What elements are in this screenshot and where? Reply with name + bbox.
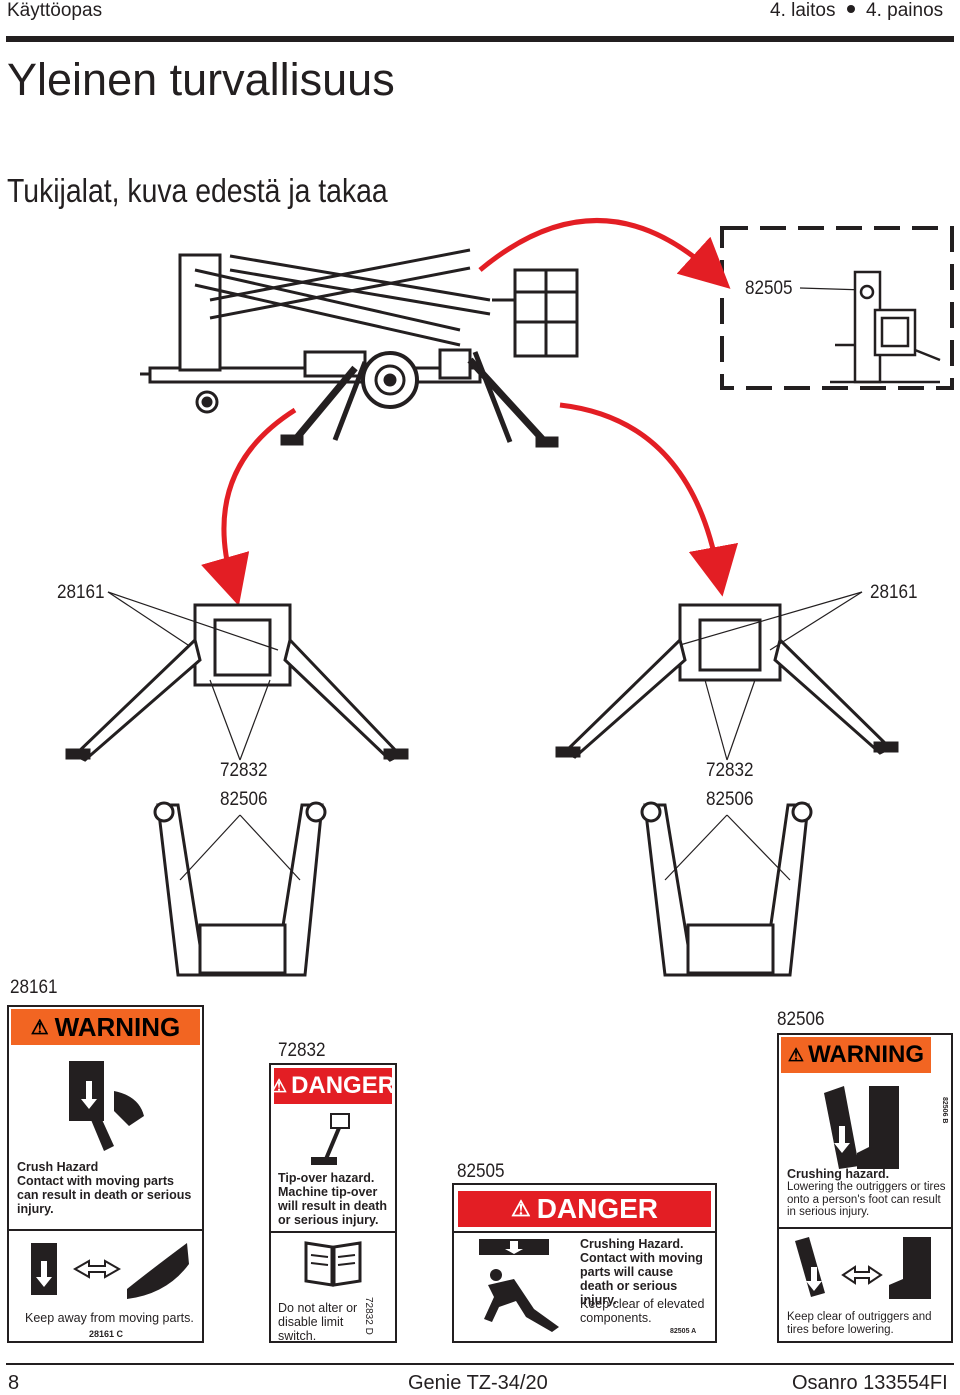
machine-side-view — [140, 248, 579, 448]
danger-header: ⚠ DANGER — [458, 1191, 711, 1227]
rear-view-left — [153, 801, 327, 977]
decal-28161-line1: Crush Hazard — [17, 1160, 99, 1174]
callout-72832-left: 72832 — [220, 760, 268, 781]
decal-28161-line2: Contact with moving parts can result in … — [17, 1174, 192, 1216]
part-number: Osanro 133554FI — [792, 1372, 948, 1394]
alert-triangle-icon: ⚠ — [270, 1075, 288, 1096]
decal-82506-line1: Crushing hazard. — [787, 1167, 890, 1181]
decal-28161-code: 28161 C — [89, 1329, 124, 1339]
decal-82506: ⚠ WARNING 82506 B Crushing hazard. Lower… — [777, 1033, 953, 1343]
decal-82506-bottom: Keep clear of outriggers and tires befor… — [787, 1311, 932, 1336]
callout-28161-right: 28161 — [870, 582, 918, 603]
crushing-person-icon — [479, 1239, 559, 1332]
decal-72832: ⚠ DANGER Tip-over hazard. Machine tip-ov… — [269, 1063, 397, 1343]
callout-82505-decal: 82505 — [457, 1161, 505, 1182]
callout-72832-decal: 72832 — [278, 1040, 326, 1061]
decal-28161: ⚠ WARNING Crush Hazard Contact with movi… — [7, 1005, 204, 1343]
callout-82506-right: 82506 — [706, 789, 754, 810]
decal-82505-code: 82505 A — [670, 1328, 697, 1335]
decal-82505-line2: Contact with moving parts will cause dea… — [580, 1251, 703, 1307]
alert-triangle-icon: ⚠ — [510, 1196, 531, 1221]
decal-82505: ⚠ DANGER Crushing Hazard. Contact with m… — [452, 1183, 717, 1343]
manual-name: Käyttöopas — [7, 0, 103, 21]
section-title: Tukijalat, kuva edestä ja takaa — [7, 172, 388, 209]
decal-72832-code: 72832 D — [363, 1297, 374, 1335]
edition-b: 4. painos — [866, 0, 944, 21]
decal-82506-line2: Lowering the outriggers or tires onto a … — [787, 1181, 946, 1218]
warning-header: ⚠ WARNING — [781, 1037, 931, 1073]
tip-over-icon — [311, 1113, 350, 1165]
red-arrows — [201, 218, 739, 607]
decal-divider — [9, 1229, 202, 1231]
callout-82505-top: 82505 — [745, 278, 793, 299]
front-view-right — [555, 603, 899, 759]
callout-82506-left: 82506 — [220, 789, 268, 810]
rear-view-right — [640, 801, 813, 977]
front-view-left — [65, 603, 409, 762]
decal-72832-bottom: Do not alter or disable limit switch. — [278, 1301, 358, 1343]
callout-28161-decal: 28161 — [10, 977, 58, 998]
decal-divider — [779, 1227, 951, 1229]
alert-triangle-icon: ⚠ — [30, 1016, 49, 1039]
decal-82505-line1: Crushing Hazard. — [580, 1237, 684, 1251]
header-rule — [6, 36, 954, 42]
callout-28161-left: 28161 — [57, 582, 105, 603]
edition-a: 4. laitos — [770, 0, 836, 21]
model-name: Genie TZ-34/20 — [408, 1372, 548, 1394]
page-title: Yleinen turvallisuus — [7, 54, 395, 105]
manual-book-icon — [304, 1241, 362, 1287]
callout-82506-decal: 82506 — [777, 1009, 825, 1030]
warning-header: ⚠ WARNING — [11, 1009, 200, 1045]
detail-box — [720, 226, 954, 390]
page-number: 8 — [8, 1372, 20, 1394]
footer-rule — [6, 1363, 954, 1365]
edition-label: 4. laitos 4. painos — [770, 0, 943, 22]
decal-divider — [271, 1231, 395, 1233]
decal-82506-code: 82506 B — [941, 1097, 948, 1124]
leader-lines — [107, 591, 863, 881]
bullet-icon — [846, 5, 855, 13]
decal-82505-bottom: Keep clear of elevated components. — [580, 1297, 705, 1325]
decal-72832-line1: Tip-over hazard. — [278, 1171, 375, 1185]
alert-triangle-icon: ⚠ — [787, 1044, 805, 1065]
foot-crush-icon — [824, 1086, 899, 1169]
decal-divider — [454, 1231, 715, 1233]
callout-72832-right: 72832 — [706, 760, 754, 781]
danger-header: ⚠ DANGER — [270, 1068, 395, 1104]
decal-28161-bottom: Keep away from moving parts. — [25, 1311, 194, 1325]
keep-away-icon — [31, 1243, 189, 1299]
crush-hand-icon — [69, 1061, 144, 1151]
decal-72832-line2: Machine tip-over will result in death or… — [278, 1185, 388, 1227]
keep-clear-outrigger-icon — [795, 1237, 931, 1299]
